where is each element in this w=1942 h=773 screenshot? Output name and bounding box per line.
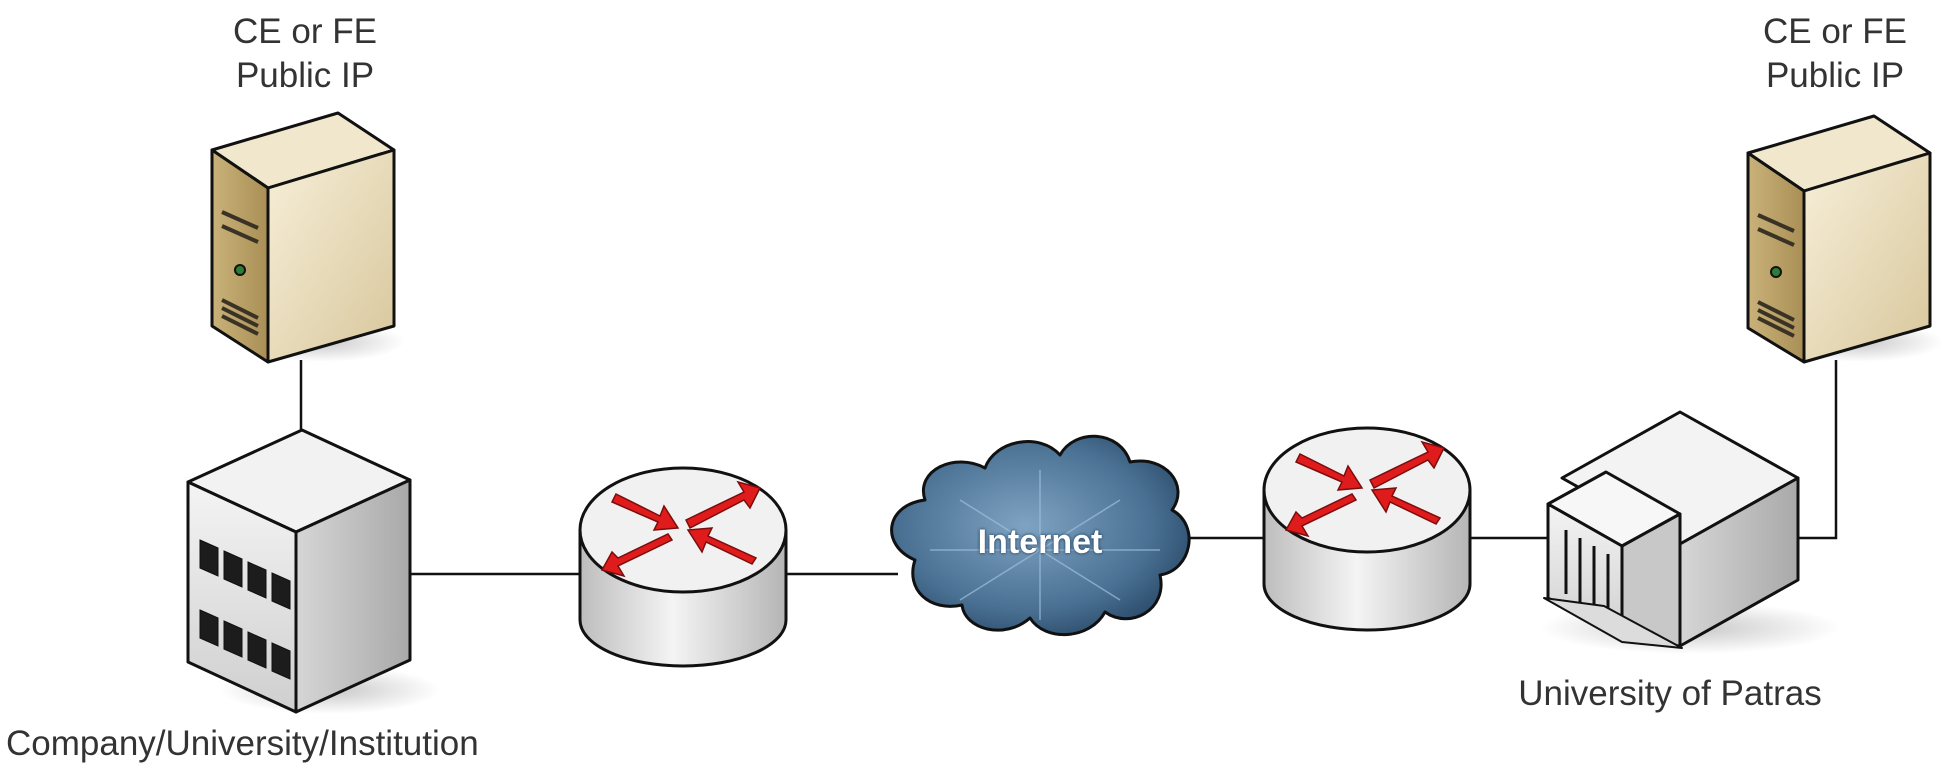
internet-label: Internet: [977, 523, 1103, 561]
right-server-label-line2: Public IP: [1765, 56, 1905, 95]
left-building-label: Company/University/Institution: [6, 724, 479, 763]
right-router-icon[interactable]: [1262, 426, 1472, 632]
university-building-icon[interactable]: [1540, 410, 1840, 654]
left-router-icon[interactable]: [578, 466, 788, 668]
right-building-label: University of Patras: [1518, 674, 1822, 713]
right-server-label-line1: CE or FE: [1763, 12, 1907, 51]
connection-lines: [299, 360, 1838, 576]
internet-cloud-icon[interactable]: [890, 434, 1191, 637]
link-right-building-to-server: [1796, 360, 1838, 540]
left-office-building-icon[interactable]: [186, 428, 440, 714]
right-server-icon[interactable]: [1746, 114, 1942, 364]
left-server-label-line1: CE or FE: [233, 12, 377, 51]
left-server-icon[interactable]: [210, 111, 405, 364]
right-server-label: CE or FE Public IP: [1730, 10, 1940, 98]
left-server-label-line2: Public IP: [235, 56, 375, 95]
left-server-label: CE or FE Public IP: [200, 10, 410, 98]
